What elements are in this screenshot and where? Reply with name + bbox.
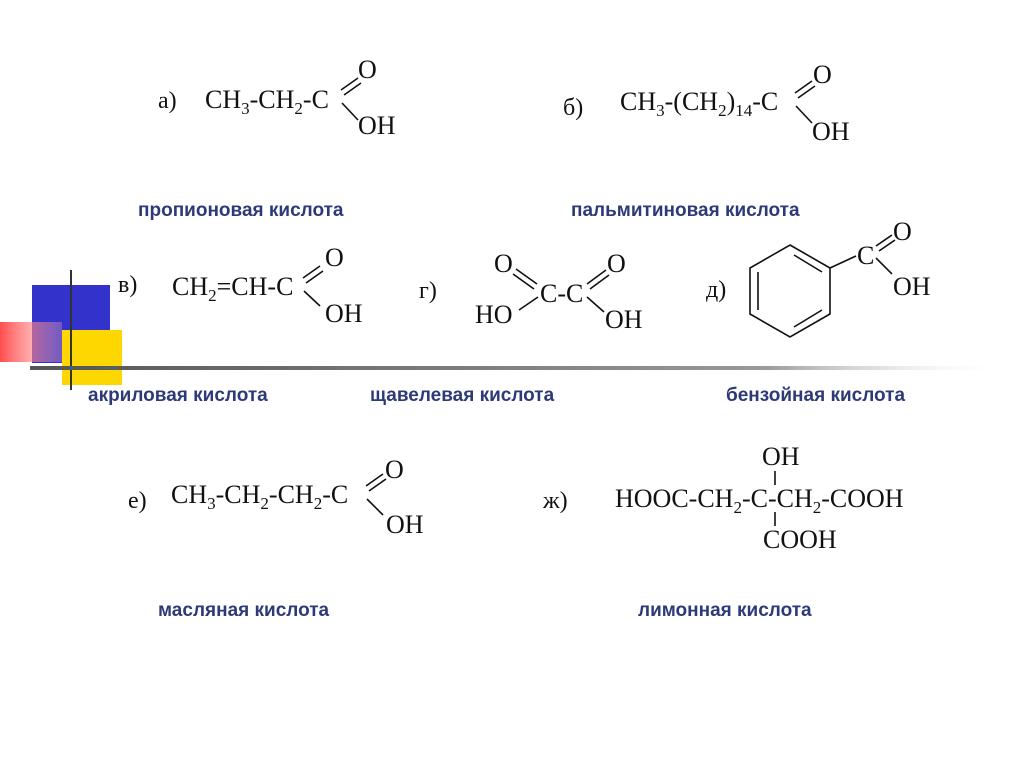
double-bond-left-g (515, 268, 538, 285)
formula-e: CH3-CH2-CH2-C (171, 480, 348, 513)
letter-zh: ж) (542, 488, 568, 514)
caption-g: щавелевая кислота (370, 385, 555, 406)
letter-e: е) (128, 488, 147, 514)
compound-d: д) C O OH бензойная кислота (706, 217, 931, 406)
compound-zh: ж) OH HOOC-CH2-C-CH2-COOH COOH лимонная … (542, 442, 904, 621)
letter-a: а) (158, 88, 177, 114)
benzene-ring (749, 244, 831, 338)
formula-a: CH3-CH2-C (205, 85, 329, 118)
single-bond-b (795, 105, 813, 124)
compound-b: б) CH3-(CH2)14-C O OH пальмитиновая кисл… (563, 60, 850, 221)
formula-v: CH2=CH-C (172, 272, 293, 305)
oxygen-e: O (385, 455, 404, 484)
carbon-d: C (857, 241, 874, 270)
caption-e: масляная кислота (158, 600, 330, 621)
oxygen-b: O (813, 60, 832, 89)
compound-v: в) CH2=CH-C O OH акриловая кислота (88, 243, 363, 406)
double-bond-a (340, 77, 359, 91)
compound-a: а) CH3-CH2-C O OH пропионовая кислота (138, 55, 396, 221)
double-bond-v (302, 265, 321, 279)
oxygen-d: O (893, 217, 912, 246)
top-oh-zh: OH (762, 442, 800, 471)
single-bond-left-g (518, 296, 539, 311)
caption-b: пальмитиновая кислота (571, 200, 800, 221)
single-bond-a (341, 102, 359, 121)
oxygen-left-g: O (494, 249, 513, 278)
hydroxyl-d: OH (893, 272, 931, 301)
letter-v: в) (118, 272, 137, 298)
double-bond-b (794, 80, 813, 94)
single-bond-right-g (586, 296, 605, 313)
oxygen-right-g: O (607, 249, 626, 278)
hydroxyl-b: OH (812, 117, 850, 146)
formula-zh: HOOC-CH2-C-CH2-COOH (615, 484, 904, 517)
compound-g: г) O O C-C HO OH щавелевая кислота (370, 249, 643, 406)
hydroxyl-g: OH (605, 305, 643, 334)
hydroxyl-v: OH (325, 299, 363, 328)
letter-g: г) (419, 278, 437, 304)
letter-b: б) (563, 95, 583, 121)
ho-g: HO (475, 300, 513, 329)
compound-e: е) CH3-CH2-CH2-C O OH масляная кислота (128, 455, 424, 621)
double-bond-right-g (586, 269, 607, 285)
caption-v: акриловая кислота (88, 385, 268, 406)
horizontal-divider (30, 366, 1010, 370)
oxygen-a: O (358, 55, 377, 84)
single-bond-d (875, 257, 893, 275)
caption-zh: лимонная кислота (638, 600, 812, 621)
slide-decoration (0, 270, 1010, 390)
center-g: C-C (540, 279, 583, 308)
single-bond-e (366, 498, 384, 516)
hydroxyl-e: OH (386, 510, 424, 539)
caption-d: бензойная кислота (726, 385, 905, 406)
red-square (0, 322, 62, 362)
ring-bond-d (829, 255, 857, 269)
hydroxyl-a: OH (358, 111, 396, 140)
single-bond-v (303, 290, 321, 307)
bottom-cooh-zh: COOH (763, 525, 837, 554)
formula-b: CH3-(CH2)14-C (620, 87, 778, 120)
caption-a: пропионовая кислота (138, 200, 344, 221)
oxygen-v: O (325, 243, 344, 272)
double-bond-e (365, 473, 384, 487)
double-bond-d (875, 234, 893, 247)
letter-d: д) (706, 277, 726, 303)
